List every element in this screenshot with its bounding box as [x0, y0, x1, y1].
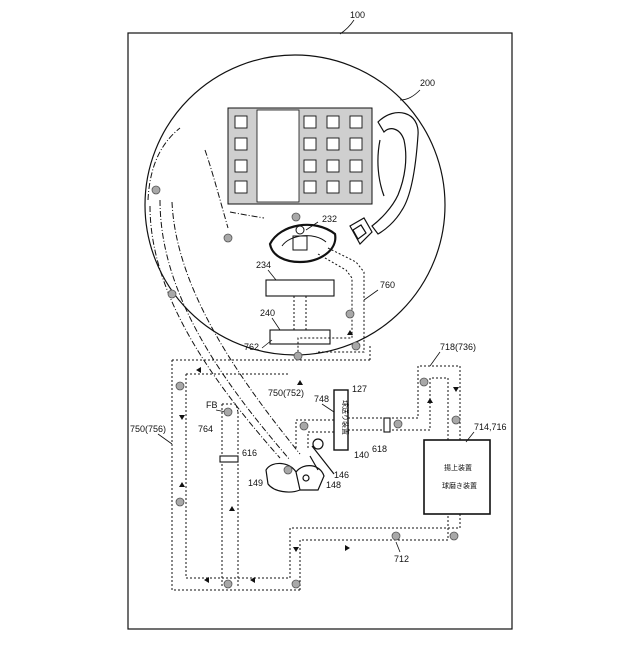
label-149: 149	[248, 478, 263, 488]
start-chucker-232	[270, 225, 335, 262]
display-panel	[228, 108, 372, 204]
sensor-616	[220, 456, 238, 462]
label-148: 148	[326, 480, 341, 490]
label-240: 240	[260, 308, 275, 318]
game-balls	[152, 180, 460, 588]
label-232: 232	[322, 214, 337, 224]
label-127: 127	[352, 384, 367, 394]
leader-100	[340, 20, 354, 34]
label-714-716: 714,716	[474, 422, 507, 432]
label-718-736: 718(736)	[440, 342, 476, 352]
label-100: 100	[350, 10, 365, 20]
path-750-756	[172, 346, 460, 590]
label-618: 618	[372, 444, 387, 454]
label-748: 748	[314, 394, 329, 404]
leader-200	[400, 90, 420, 100]
label-234: 234	[256, 260, 271, 270]
leader-712	[396, 542, 400, 552]
leader-750-756	[158, 434, 172, 444]
leader-234	[268, 270, 276, 280]
label-760: 760	[380, 280, 395, 290]
label-750-752: 750(752)	[268, 388, 304, 398]
leader-760	[364, 290, 378, 300]
leader-718	[430, 352, 440, 366]
label-140: 140	[354, 450, 369, 460]
label-764: 764	[198, 424, 213, 434]
polish-device-text: 球磨き装置	[442, 481, 477, 490]
label-200: 200	[420, 78, 435, 88]
lift-device-text: 揚上装置	[444, 463, 472, 472]
ball-launch-mechanism	[266, 439, 334, 492]
label-616: 616	[242, 448, 257, 458]
path-718	[296, 366, 460, 450]
sensor-618	[384, 418, 390, 432]
lift-polish-device	[424, 440, 490, 514]
path-764	[222, 404, 238, 586]
leader-748	[322, 404, 334, 412]
label-762: 762	[244, 342, 259, 352]
label-750-756: 750(756)	[130, 424, 166, 434]
label-146: 146	[334, 470, 349, 480]
component-240	[270, 330, 330, 344]
leader-240	[272, 318, 280, 330]
label-fb: FB	[206, 400, 218, 410]
label-712: 712	[394, 554, 409, 564]
component-234	[266, 280, 334, 296]
